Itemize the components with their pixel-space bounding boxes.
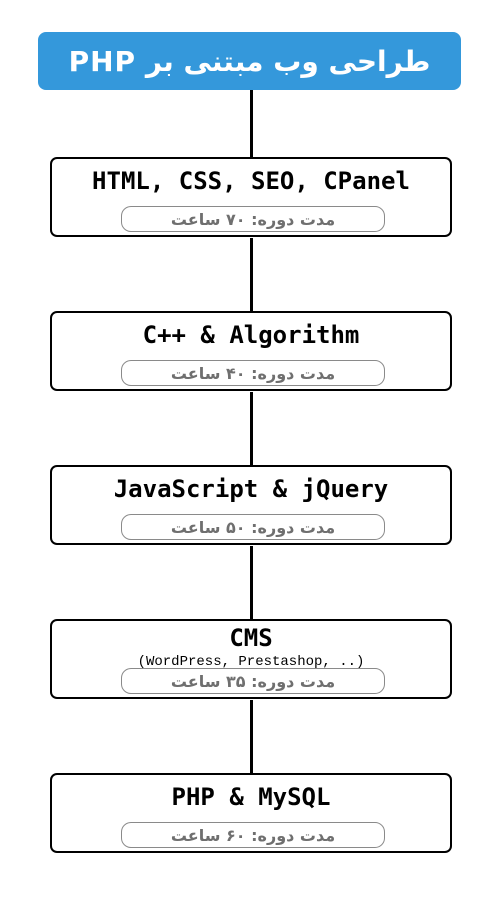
connector-line	[250, 700, 253, 774]
duration-text: مدت دوره: ۶۰ ساعت	[170, 825, 336, 845]
course-subtitle: (WordPress, Prestashop, ..)	[137, 654, 365, 670]
course-box-html-css: HTML, CSS, SEO, CPanel مدت دوره: ۷۰ ساعت	[50, 157, 452, 237]
duration-text: مدت دوره: ۵۰ ساعت	[170, 517, 336, 537]
course-title: C++ & Algorithm	[142, 321, 360, 349]
course-title: CMS	[229, 624, 273, 652]
connector-line	[250, 392, 253, 466]
connector-line	[250, 90, 253, 158]
duration-text: مدت دوره: ۷۰ ساعت	[170, 209, 336, 229]
course-box-php-mysql: PHP & MySQL مدت دوره: ۶۰ ساعت	[50, 773, 452, 853]
diagram-title: طراحی وب مبتنی بر PHP	[68, 44, 431, 78]
course-title: HTML, CSS, SEO, CPanel	[92, 167, 410, 195]
duration-badge: مدت دوره: ۷۰ ساعت	[121, 206, 385, 232]
connector-line	[250, 238, 253, 312]
duration-badge: مدت دوره: ۵۰ ساعت	[121, 514, 385, 540]
course-box-cms: CMS (WordPress, Prestashop, ..) مدت دوره…	[50, 619, 452, 699]
duration-text: مدت دوره: ۴۰ ساعت	[170, 363, 336, 383]
duration-badge: مدت دوره: ۳۵ ساعت	[121, 668, 385, 694]
duration-text: مدت دوره: ۳۵ ساعت	[170, 671, 336, 691]
duration-badge: مدت دوره: ۴۰ ساعت	[121, 360, 385, 386]
course-box-javascript: JavaScript & jQuery مدت دوره: ۵۰ ساعت	[50, 465, 452, 545]
diagram-header: طراحی وب مبتنی بر PHP	[38, 32, 461, 90]
course-title: PHP & MySQL	[171, 783, 331, 811]
course-box-cpp: C++ & Algorithm مدت دوره: ۴۰ ساعت	[50, 311, 452, 391]
connector-line	[250, 546, 253, 620]
course-title: JavaScript & jQuery	[113, 475, 389, 503]
duration-badge: مدت دوره: ۶۰ ساعت	[121, 822, 385, 848]
